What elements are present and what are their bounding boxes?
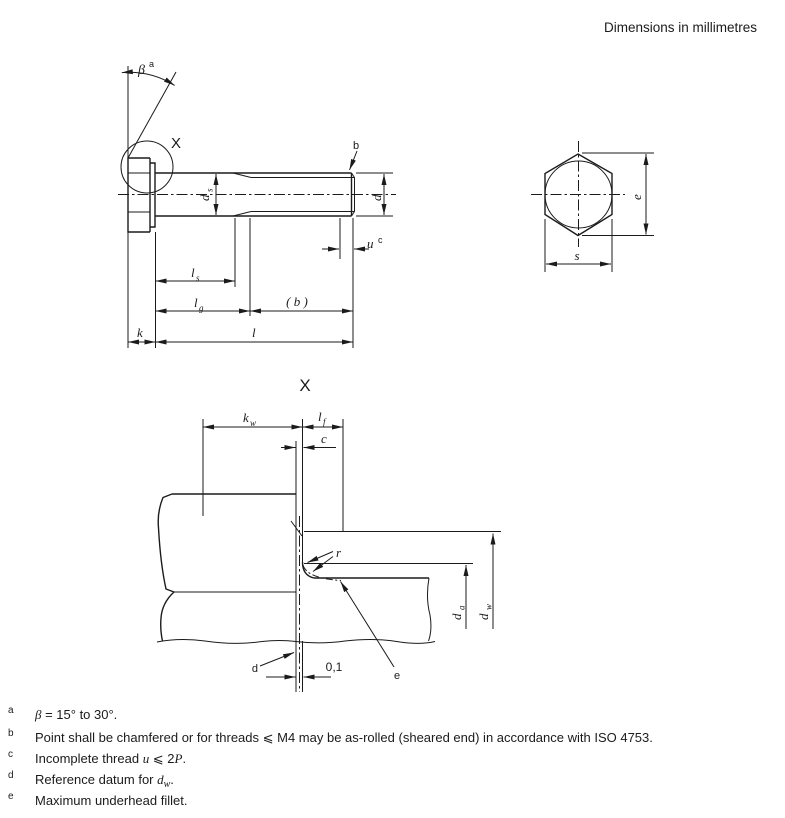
detail-reference-circle: X xyxy=(120,135,181,194)
footnote-e-text: Maximum underhead fillet. xyxy=(35,793,188,808)
bolt-side-view: β a X xyxy=(118,59,396,348)
c-dimension: c xyxy=(281,431,336,450)
u-footnote-sup: c xyxy=(378,235,383,245)
thread-runout-top xyxy=(232,172,252,178)
beta-footnote-sup: a xyxy=(149,59,154,69)
units-note: Dimensions in millimetres xyxy=(603,20,757,35)
bearing-planes xyxy=(290,419,303,692)
footnote-b-text: Point shall be chamfered or for threads … xyxy=(35,730,653,745)
detail-ref-label: X xyxy=(171,135,181,152)
d-footnote-ref: d xyxy=(252,663,258,675)
r-label: r xyxy=(336,545,342,560)
kw-label-sub: w xyxy=(250,418,256,428)
u-dimension: u c xyxy=(322,218,383,259)
l-label: l xyxy=(252,325,256,340)
kw-dimension: k w xyxy=(202,410,303,516)
s-dimension: s xyxy=(544,219,613,272)
e-label: e xyxy=(629,194,644,200)
ds-dimension: d s xyxy=(197,174,219,215)
lf-label-sub: f xyxy=(323,417,327,427)
lf-label: l xyxy=(318,409,322,424)
footnote-c-marker: c xyxy=(8,749,13,760)
ls-label: l xyxy=(191,265,195,280)
beta-label: β xyxy=(137,63,145,78)
e-footnote-ref: e xyxy=(394,670,400,682)
e-footnote-leader: e xyxy=(340,581,400,682)
beta-angle-dimension: β a xyxy=(121,59,177,159)
footnote-e-marker: e xyxy=(8,791,14,802)
k-label: k xyxy=(137,325,143,340)
length-dimensions: l s l g ( b ) k l xyxy=(127,218,354,348)
dw-label-sub: w xyxy=(484,604,494,610)
ds-label: d xyxy=(197,194,212,201)
d-dimension: d xyxy=(356,172,393,217)
da-label: d xyxy=(449,613,464,620)
d-footnote-leader: d xyxy=(252,652,295,675)
lf-dimension: l f xyxy=(302,409,344,532)
ls-label-sub: s xyxy=(196,273,200,283)
thread-runout-bottom xyxy=(232,211,252,217)
washer-face-side xyxy=(150,162,156,228)
detail-x-view: X k w l f c xyxy=(156,376,501,692)
hex-head-end-view: e s xyxy=(531,141,654,272)
lg-label-sub: g xyxy=(199,303,204,313)
detail-title: X xyxy=(299,376,310,395)
footnote-c-text: Incomplete thread u ⩽ 2P. xyxy=(35,751,187,766)
e-dimension: e xyxy=(582,152,654,236)
footnote-a-marker: a xyxy=(8,705,14,716)
c-label: c xyxy=(321,431,327,446)
bolt-shank-thread xyxy=(118,172,396,217)
s-label: s xyxy=(574,248,579,263)
washer-face-notch xyxy=(290,520,303,537)
kw-label: k xyxy=(243,410,249,425)
offset-dimension: 0,1 xyxy=(266,660,343,680)
offset-label: 0,1 xyxy=(326,660,343,674)
break-wavy-line xyxy=(156,639,436,644)
dw-label: d xyxy=(476,613,491,620)
detail-head-profile xyxy=(157,493,296,642)
lg-label: l xyxy=(194,295,198,310)
shank-break-edge xyxy=(427,577,432,642)
footnote-d-text: Reference datum for dw. xyxy=(35,772,174,790)
technical-drawing-canvas: β a X xyxy=(118,59,654,692)
maximum-fillet-outline xyxy=(302,564,342,581)
footnote-a-text: β = 15° to 30°. xyxy=(35,707,118,722)
b-footnote-ref: b xyxy=(353,140,359,152)
b-paren-label: ( b ) xyxy=(286,294,308,309)
da-label-sub: a xyxy=(457,605,467,610)
underhead-fillet xyxy=(301,561,315,579)
dw-dimension: d w xyxy=(476,533,496,629)
footnote-b-marker: b xyxy=(8,728,14,739)
footnote-d-marker: d xyxy=(8,770,14,781)
d-label: d xyxy=(369,194,384,201)
u-label: u xyxy=(367,236,374,251)
da-dimension: d a xyxy=(449,565,469,629)
r-radius-leaders: r xyxy=(307,545,342,572)
point-chamfer-leader: b xyxy=(349,140,359,171)
detail-fillet-shank xyxy=(156,531,501,644)
ds-label-sub: s xyxy=(205,188,215,192)
